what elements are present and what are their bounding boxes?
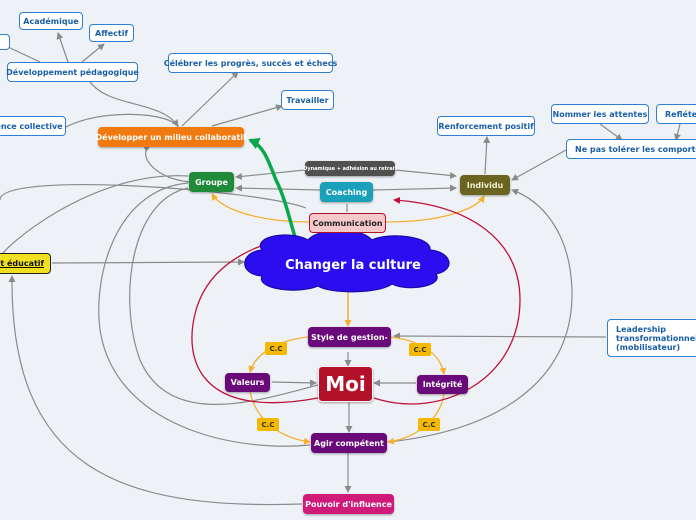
node-milieu-collaboratif[interactable]: Développer un milieu collaboratif	[96, 127, 246, 147]
node-developpement-pedagogique[interactable]: Développement pédagogique	[6, 62, 139, 82]
node-coaching[interactable]: Coaching	[320, 182, 373, 202]
node-nommer-attentes[interactable]: Nommer les attentes	[551, 104, 649, 124]
node-pouvoir-influence[interactable]: Pouvoir d'influence	[303, 494, 394, 514]
red-connectors	[191, 196, 521, 405]
node-refleter[interactable]: Refléter	[656, 104, 696, 124]
node-ne-pas-tolerer[interactable]: Ne pas tolérer les comporteme	[566, 139, 696, 159]
gray-connectors	[0, 32, 681, 506]
node-affectif[interactable]: Affectif	[89, 24, 134, 42]
node-groupe[interactable]: Groupe	[189, 172, 234, 192]
node-valeurs[interactable]: Valeurs	[225, 373, 270, 392]
cc-label-top-right: C.C	[409, 343, 431, 356]
node-integrite[interactable]: Intégrité	[417, 375, 468, 394]
node-individu[interactable]: Individu	[460, 175, 510, 195]
node-academique[interactable]: Académique	[19, 12, 83, 30]
node-cut-topleft[interactable]	[0, 34, 10, 50]
node-celebrer-progres[interactable]: Célébrer les progrès, succès et échecs	[164, 53, 337, 73]
node-communication[interactable]: Communication	[309, 213, 386, 233]
cc-label-bottom-right: C.C	[418, 418, 440, 431]
node-style-gestion[interactable]: Style de gestion-	[308, 327, 391, 347]
node-dynamique-adhesion[interactable]: Dynamique + adhésion au retrait	[303, 161, 397, 176]
node-intelligence-collective[interactable]: ence collective	[0, 116, 66, 136]
cc-label-bottom-left: C.C	[257, 418, 279, 431]
node-projet-educatif[interactable]: et éducatif	[0, 253, 51, 274]
node-travailler[interactable]: Travailler	[281, 90, 334, 110]
node-agir-competent[interactable]: Agir compétent	[311, 433, 387, 453]
node-moi[interactable]: Moi	[318, 366, 373, 402]
cc-label-top-left: C.C	[265, 342, 287, 355]
node-renforcement-positif[interactable]: Renforcement positif	[437, 116, 535, 136]
node-leadership-transformationnel[interactable]: Leadership transformationnel (mobilisate…	[607, 319, 696, 357]
central-topic[interactable]: Changer la culture	[285, 257, 421, 273]
green-highlight-arrow	[248, 138, 298, 241]
